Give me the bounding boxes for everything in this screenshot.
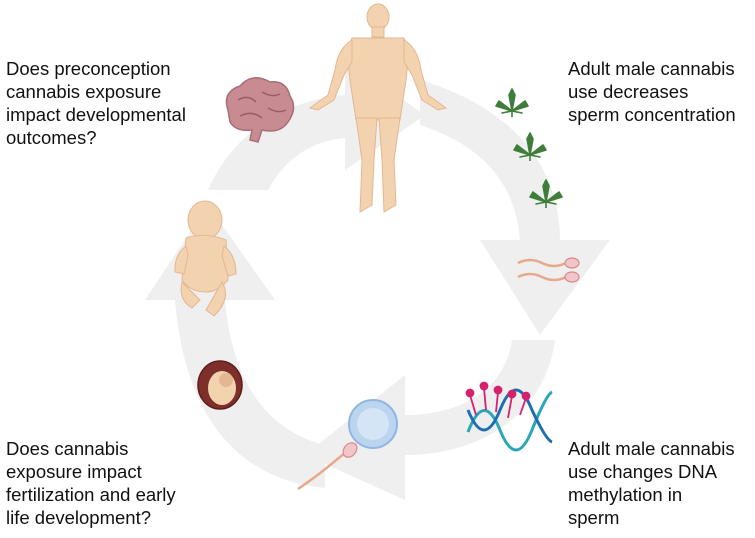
arrow-right — [420, 80, 610, 335]
adult-male-figure-icon — [308, 3, 448, 213]
caption-dna-methylation: Adult male cannabis use changes DNA meth… — [568, 438, 735, 528]
dna-methylation-icon — [465, 381, 553, 452]
cannabis-leaf-icon — [495, 88, 529, 117]
sperm-icon — [297, 442, 358, 491]
egg-cell-icon — [348, 399, 398, 449]
baby-icon — [174, 200, 237, 317]
cannabis-leaf-icon — [529, 179, 563, 208]
fetus-icon — [197, 360, 243, 410]
caption-preconception-outcomes: Does preconception cannabis exposure imp… — [6, 58, 186, 148]
caption-fertilization-development: Does cannabis exposure impact fertilizat… — [6, 438, 176, 528]
sperm-icon — [517, 257, 580, 283]
brain-icon — [225, 77, 295, 143]
caption-sperm-concentration: Adult male cannabis use decreases sperm … — [568, 58, 736, 125]
arrow-bottom — [305, 340, 555, 500]
cannabis-leaf-icon — [513, 132, 547, 161]
